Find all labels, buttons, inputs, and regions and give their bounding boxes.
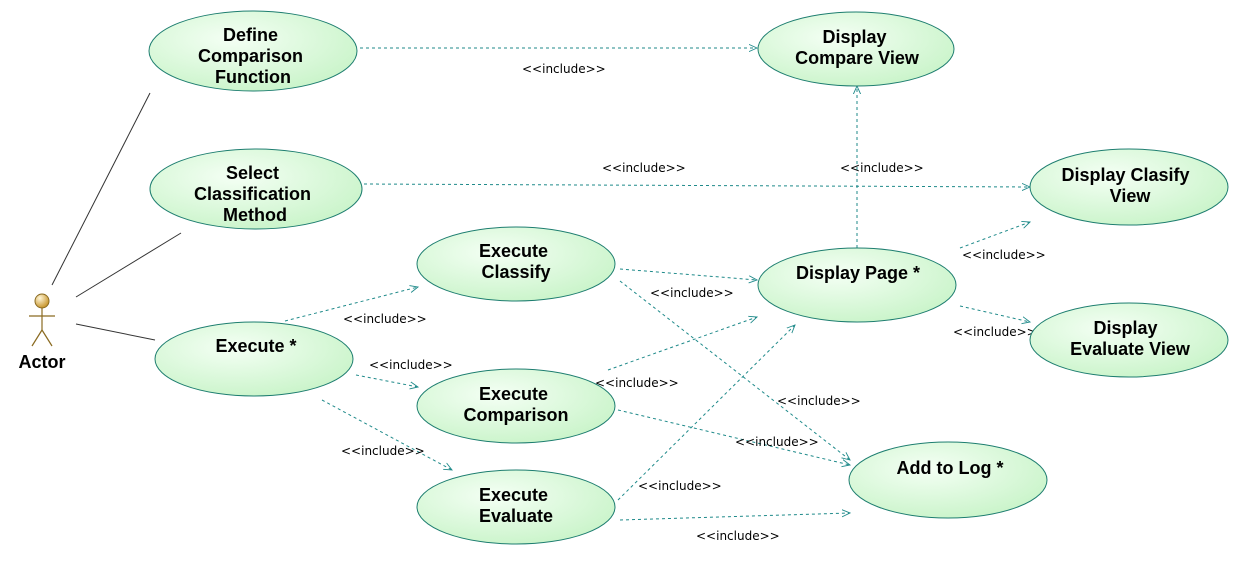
- include-dependencies: [284, 48, 1030, 521]
- include-label: <<include>>: [369, 358, 453, 372]
- include-label: <<include>>: [777, 394, 861, 408]
- use-case-display-evaluate-view[interactable]: Display Evaluate View: [1029, 302, 1229, 378]
- include-label: <<include>>: [962, 248, 1046, 262]
- use-case-define-comparison-function[interactable]: Define Comparison Function: [148, 10, 358, 92]
- use-case-add-to-log[interactable]: Add to Log *: [848, 441, 1048, 519]
- use-case-execute-evaluate[interactable]: Execute Evaluate: [416, 469, 616, 545]
- use-case-label: Display Compare View: [795, 27, 920, 68]
- use-case-display-compare-view[interactable]: Display Compare View: [757, 11, 955, 87]
- include-label: <<include>>: [953, 325, 1037, 339]
- include-label: <<include>>: [602, 161, 686, 175]
- include-label: <<include>>: [840, 161, 924, 175]
- include-label: <<include>>: [343, 312, 427, 326]
- include-label: <<include>>: [595, 376, 679, 390]
- include-classify-to-page[interactable]: [619, 268, 757, 280]
- use-case-execute-comparison[interactable]: Execute Comparison: [416, 368, 616, 444]
- include-comparison-to-page[interactable]: [607, 317, 757, 371]
- use-case-label: Display Evaluate View: [1070, 318, 1191, 359]
- association-select-classification-method[interactable]: [75, 232, 182, 298]
- include-execute-to-evaluate[interactable]: [321, 399, 452, 470]
- use-case-label: Add to Log *: [897, 458, 1004, 478]
- include-comparison-to-log[interactable]: [617, 409, 850, 465]
- include-select-to-clasify-view[interactable]: [363, 184, 1030, 187]
- use-case-label: Execute Comparison: [463, 384, 568, 425]
- actor[interactable]: Actor: [18, 293, 66, 372]
- include-label: <<include>>: [735, 435, 819, 449]
- include-label: <<include>>: [638, 479, 722, 493]
- use-case-display-clasify-view[interactable]: Display Clasify View: [1029, 148, 1229, 226]
- include-execute-to-classify[interactable]: [284, 287, 418, 322]
- actor-label: Actor: [18, 352, 65, 372]
- include-execute-to-comparison[interactable]: [355, 374, 418, 387]
- use-case-label: Display Clasify View: [1061, 165, 1194, 206]
- include-page-to-evaluate-view[interactable]: [959, 305, 1030, 322]
- association-define-comparison-function[interactable]: [51, 92, 151, 286]
- associations: [51, 92, 182, 341]
- include-evaluate-to-page[interactable]: [617, 325, 795, 501]
- include-label: <<include>>: [650, 286, 734, 300]
- use-case-label: Select Classification Method: [194, 163, 316, 225]
- use-case-execute[interactable]: Execute *: [154, 321, 354, 397]
- include-label: <<include>>: [696, 529, 780, 543]
- stick-figure-actor-icon: [29, 293, 55, 347]
- include-label: <<include>>: [341, 444, 425, 458]
- use-case-label: Execute Classify: [479, 241, 553, 282]
- association-execute[interactable]: [75, 323, 156, 341]
- use-case-execute-classify[interactable]: Execute Classify: [416, 226, 616, 302]
- use-case-label: Display Page *: [796, 263, 920, 283]
- use-case-label: Define Comparison Function: [198, 25, 308, 87]
- use-case-label: Execute *: [215, 336, 296, 356]
- use-case-select-classification-method[interactable]: Select Classification Method: [149, 148, 363, 230]
- use-case-display-page[interactable]: Display Page *: [757, 247, 957, 323]
- include-page-to-clasify-view[interactable]: [959, 222, 1030, 249]
- include-evaluate-to-log[interactable]: [619, 513, 850, 521]
- include-classify-to-log[interactable]: [619, 280, 850, 460]
- include-labels: <<include>> <<include>> <<include>> <<in…: [341, 62, 1046, 543]
- include-label: <<include>>: [522, 62, 606, 76]
- use-case-label: Execute Evaluate: [479, 485, 553, 526]
